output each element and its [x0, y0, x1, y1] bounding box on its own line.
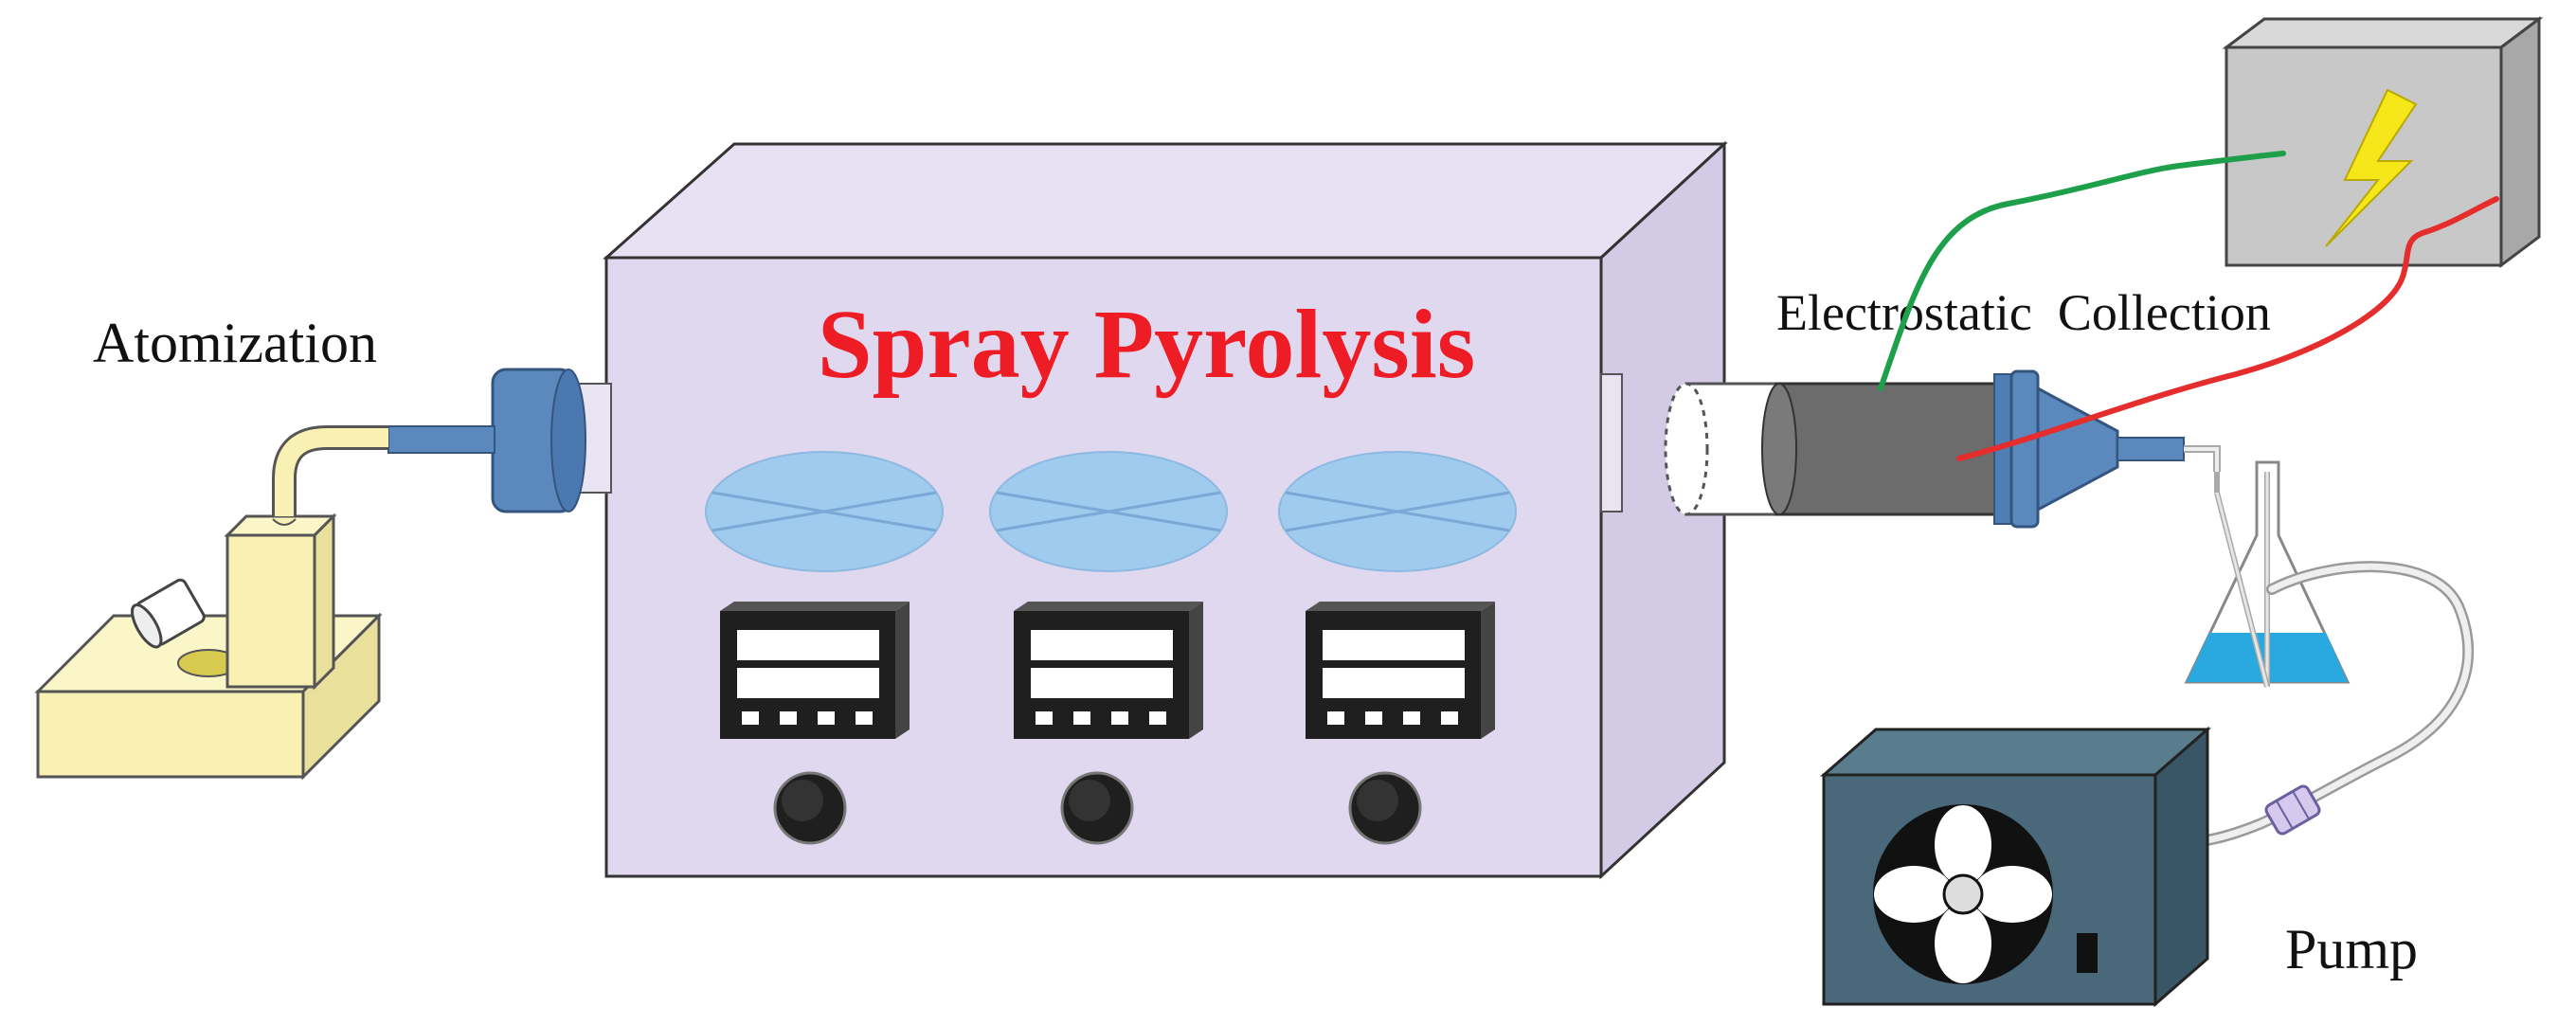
tubing-filter: [2264, 784, 2321, 836]
precursor-flask: [2184, 445, 2351, 688]
heating-zone-window-2: [989, 451, 1228, 572]
pump-switch: [2077, 933, 2098, 973]
heating-zone-window-3: [1278, 451, 1517, 572]
temperature-controllers: [720, 602, 1495, 739]
control-knob-3: [1348, 771, 1422, 845]
temperature-controller-2: [1014, 602, 1203, 739]
lightning-bolt-icon: [2325, 88, 2418, 247]
control-knob-1: [773, 771, 847, 845]
atomization-label: Atomization: [93, 312, 377, 374]
inlet-flange: [491, 368, 612, 513]
outlet-tube: [1600, 373, 1778, 516]
high-voltage-supply: [2222, 16, 2544, 268]
heating-zone-window-1: [705, 451, 944, 572]
pump: [1820, 726, 2211, 1008]
atomizer: [34, 425, 388, 781]
furnace-title: Spray Pyrolysis: [818, 290, 1475, 399]
control-knobs: [773, 771, 1422, 845]
temperature-controller-3: [1306, 602, 1495, 739]
control-knob-2: [1060, 771, 1134, 845]
furnace-top-face: [603, 142, 1728, 260]
fan-icon: [1873, 804, 2053, 984]
high-voltage-wire: [1956, 196, 2499, 461]
electrostatic-collection-label: Electrostatic Collection: [1776, 284, 2271, 341]
ground-wire: [1878, 151, 2286, 391]
heating-zone-windows: [705, 451, 1517, 572]
pump-label: Pump: [2285, 918, 2418, 980]
temperature-controller-1: [720, 602, 910, 739]
inlet-tube: [387, 425, 495, 454]
furnace: Spray Pyrolysis: [603, 140, 1728, 880]
electrostatic-collector: [1761, 369, 2185, 529]
